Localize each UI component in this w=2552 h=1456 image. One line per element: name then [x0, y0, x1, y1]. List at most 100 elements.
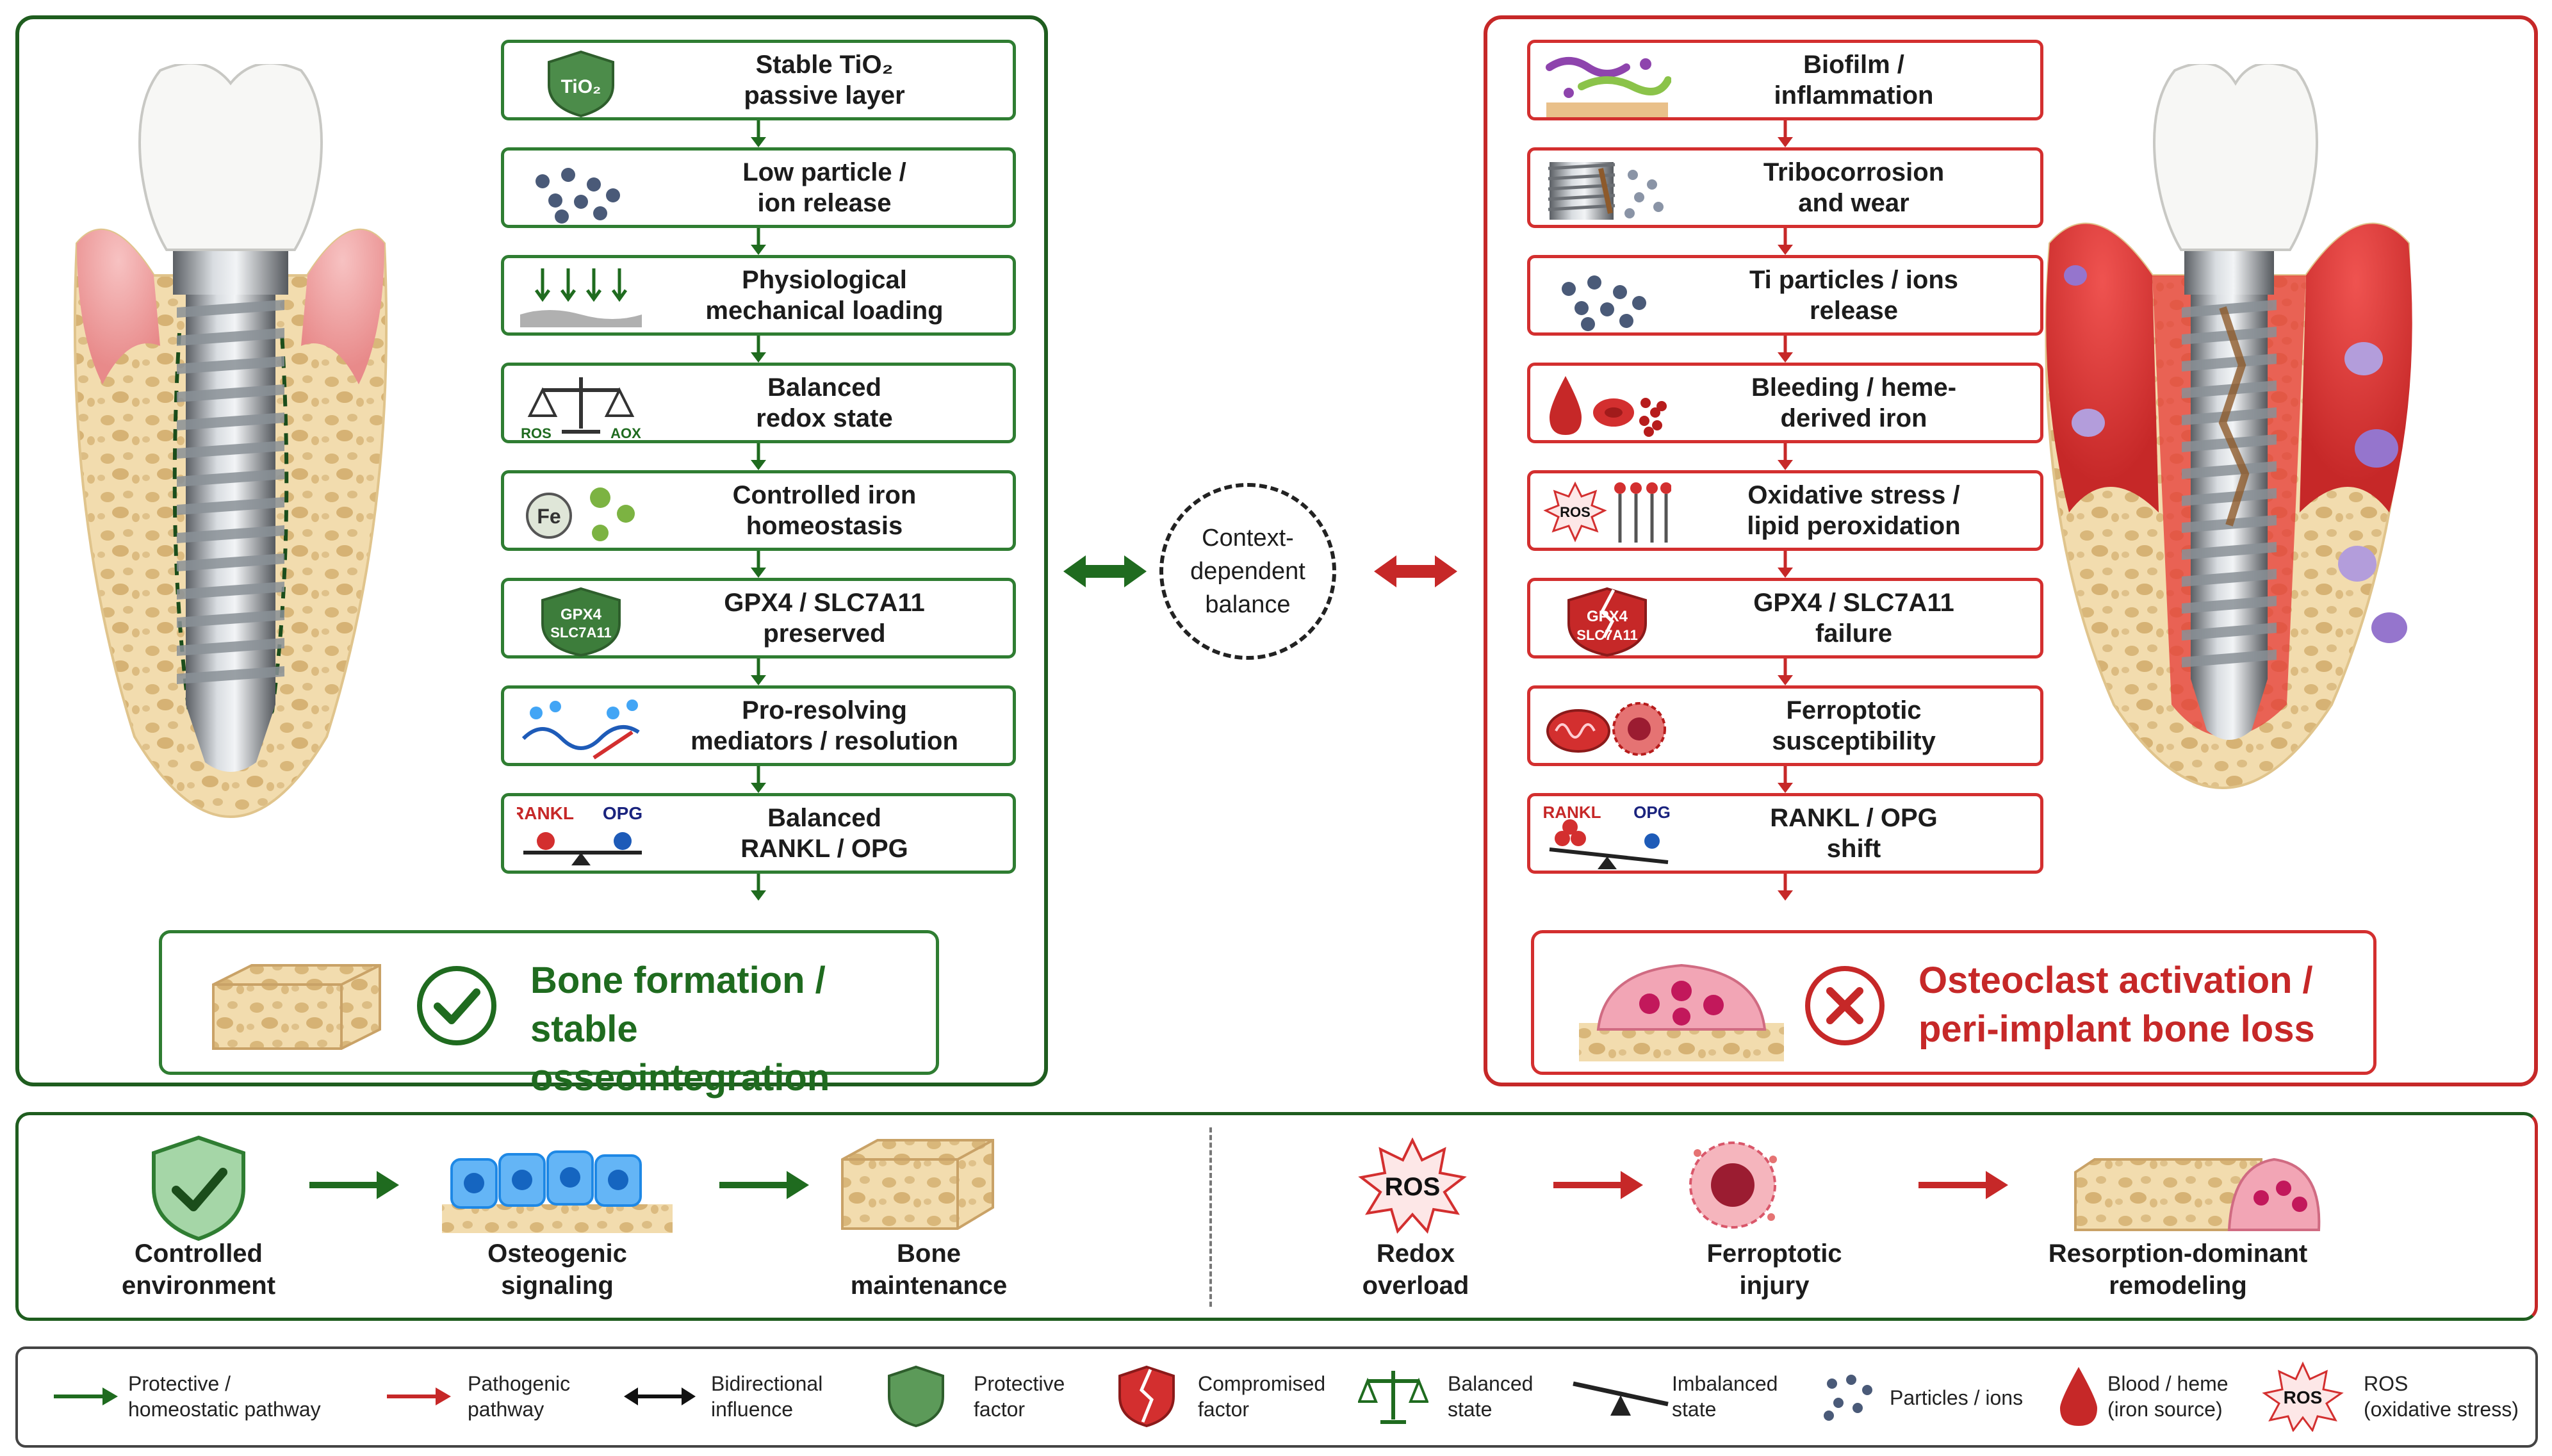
green-arrow-icon [309, 1171, 399, 1199]
svg-text:SLC7A11: SLC7A11 [550, 625, 611, 641]
pathogenic-outcome-box: Osteoclast activation / peri-implant bon… [1531, 930, 2376, 1075]
bone-block-icon [841, 1139, 994, 1230]
svg-text:OPG: OPG [1633, 803, 1671, 822]
pathogenic-flow-arrow [1776, 658, 1795, 685]
svg-text:Fe: Fe [537, 505, 560, 528]
svg-text:ROS: ROS [2284, 1387, 2323, 1407]
strip-left-label-2: Osteogenic signaling [487, 1239, 627, 1300]
red-bidirectional-arrow-icon [1374, 555, 1457, 587]
svg-text:AOX: AOX [610, 425, 641, 441]
pathogenic-step-label: GPX4 / SLC7A11 failure [1753, 589, 1954, 648]
rankl-opg-tilt-icon: RANKL OPG [1543, 801, 1671, 875]
protective-outcome-box: Bone formation / stable osseointegration [159, 930, 939, 1099]
biofilm-icon [1543, 48, 1672, 122]
legend-label: Protective factor [974, 1372, 1065, 1421]
red-arrow-icon [384, 1361, 455, 1432]
balance-scale-icon: ROS AOX [517, 371, 645, 445]
svg-text:ROS: ROS [1560, 504, 1591, 520]
implant-threads [177, 300, 284, 684]
cross-icon [1805, 966, 1885, 1045]
strip-right-label-2: Ferroptotic injury [1706, 1239, 1842, 1300]
ros-star-icon: ROS [1358, 1138, 1467, 1234]
red-arrow-icon [1553, 1171, 1643, 1199]
protective-step-2: Low particle / ion release [501, 147, 1016, 228]
scale-icon [1358, 1361, 1428, 1432]
legend-label: Blood / heme (iron source) [2107, 1372, 2229, 1421]
pathogenic-flow-arrow [1776, 551, 1795, 578]
green-arrow-icon [51, 1361, 122, 1432]
pathogenic-flow-arrow [1776, 228, 1795, 255]
pathogenic-step-1: Biofilm / inflammation [1527, 40, 2043, 120]
pathogenic-step-label: Ferroptotic susceptibility [1772, 696, 1936, 755]
pathogenic-panel [1484, 15, 2538, 1086]
svg-text:TiO₂: TiO₂ [561, 76, 601, 97]
particles-icon [1819, 1361, 1877, 1432]
ros-star-icon: ROS [2261, 1361, 2344, 1432]
corroded-screw-icon [1543, 156, 1671, 229]
protective-step-8: RANKL OPG Balanced RANKL / OPG [501, 793, 1016, 874]
pathogenic-step-4: Bleeding / heme- derived iron [1527, 363, 2043, 443]
pathogenic-step-3: Ti particles / ions release [1527, 255, 2043, 336]
blood-cells-icon [1543, 371, 1671, 445]
ros-lipid-icon: ROS [1543, 479, 1672, 552]
protective-flow-arrow [749, 336, 768, 363]
protective-flow-arrow [749, 551, 768, 578]
legend-label: Protective / homeostatic pathway [128, 1372, 321, 1421]
protective-step-7: Pro-resolving mediators / resolution [501, 685, 1016, 766]
seesaw-icon [1569, 1361, 1672, 1432]
ferroptotic-cell-icon [1689, 1141, 1777, 1229]
iron-icon: Fe [517, 479, 645, 552]
protective-flow-arrow [749, 766, 768, 793]
bone-block-icon [212, 964, 381, 1050]
protective-panel [15, 15, 1048, 1086]
pathogenic-outcome-text: Osteoclast activation / peri-implant bon… [1918, 960, 2315, 1050]
protective-step-3: Physiological mechanical loading [501, 255, 1016, 336]
svg-text:ROS: ROS [521, 425, 552, 441]
resorption-remodeling-icon [2074, 1157, 2321, 1231]
osteogenic-cells-icon [442, 1150, 673, 1233]
strip-left-label-1: Controlled environment [121, 1239, 276, 1300]
svg-text:GPX4: GPX4 [560, 606, 602, 623]
protective-step-label: Balanced RANKL / OPG [740, 804, 908, 863]
ros-badge-text: ROS [1385, 1173, 1441, 1201]
svg-text:RANKL: RANKL [1543, 803, 1601, 822]
pathogenic-step-label: Tribocorrosion and wear [1763, 158, 1945, 217]
green-arrow-icon [719, 1171, 809, 1199]
summary-strip [15, 1112, 2538, 1321]
osteoclast-icon [1579, 963, 1784, 1061]
svg-text:RANKL: RANKL [517, 803, 574, 823]
healthy-implant-illustration [73, 64, 388, 818]
legend-label: Pathogenic pathway [468, 1372, 571, 1421]
pathogenic-flow-arrow [1776, 766, 1795, 793]
particles-icon [517, 156, 645, 229]
svg-text:OPG: OPG [603, 803, 642, 823]
protective-outcome-text: Bone formation / stable osseointegration [530, 960, 830, 1099]
pathogenic-step-label: Bleeding / heme- derived iron [1751, 373, 1957, 432]
pathogenic-flow-arrow [1776, 120, 1795, 147]
legend-label: Compromised factor [1198, 1372, 1326, 1421]
protective-flow-arrow [749, 120, 768, 147]
protective-step-label: Pro-resolving mediators / resolution [691, 696, 958, 755]
legend-label: Bidirectional influence [711, 1372, 823, 1421]
tio2-shield-icon: TiO₂ [517, 48, 645, 122]
particles-icon [1543, 263, 1671, 337]
context-balance-circle [1159, 483, 1336, 660]
pathogenic-step-label: Oxidative stress / lipid peroxidation [1747, 481, 1961, 540]
green-bidirectional-arrow-icon [1063, 555, 1147, 587]
legend-label: Imbalanced state [1672, 1372, 1778, 1421]
protective-flow-arrow [749, 874, 768, 901]
summary-divider [1209, 1127, 1212, 1307]
protective-flow-arrow [749, 228, 768, 255]
legend-label: Balanced state [1448, 1372, 1534, 1421]
legend-box [15, 1346, 2538, 1448]
cracked-shield-icon [1115, 1361, 1179, 1432]
bidirectional-arrow-icon [621, 1361, 698, 1432]
pathogenic-step-7: Ferroptotic susceptibility [1527, 685, 2043, 766]
